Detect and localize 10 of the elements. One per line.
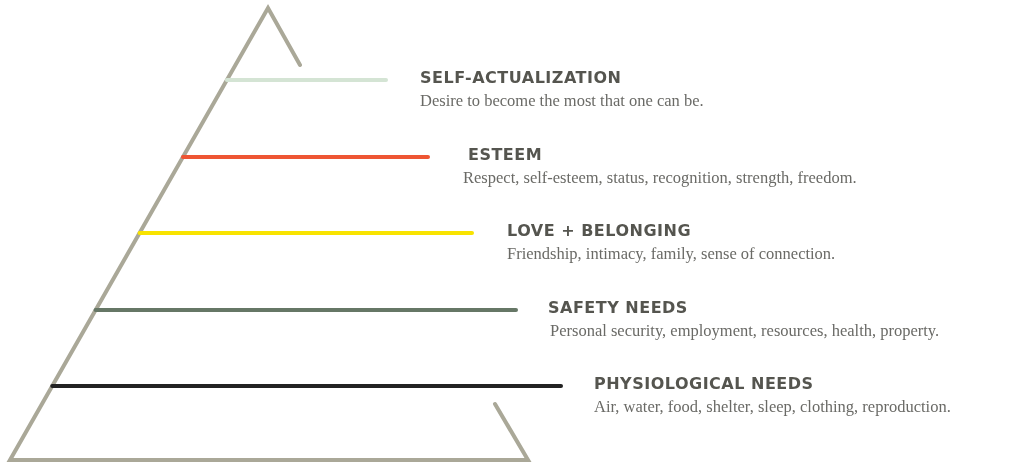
level-heading: SAFETY NEEDS: [548, 298, 689, 318]
level-heading: SELF-ACTUALIZATION: [420, 68, 623, 88]
level-description: Desire to become the most that one can be.: [420, 91, 704, 111]
level-heading: ESTEEM: [468, 145, 544, 165]
level-description: Respect, self-esteem, status, recognition, strength, freedom.: [463, 168, 857, 188]
level-description: Air, water, food, shelter, sleep, clothing, reproduction.: [594, 397, 951, 417]
level-heading: LOVE + BELONGING: [507, 221, 692, 241]
level-description: Friendship, intimacy, family, sense of connection.: [507, 244, 836, 264]
level-description: Personal security, employment, resources, health, property.: [550, 321, 940, 341]
level-heading: PHYSIOLOGICAL NEEDS: [594, 374, 815, 394]
